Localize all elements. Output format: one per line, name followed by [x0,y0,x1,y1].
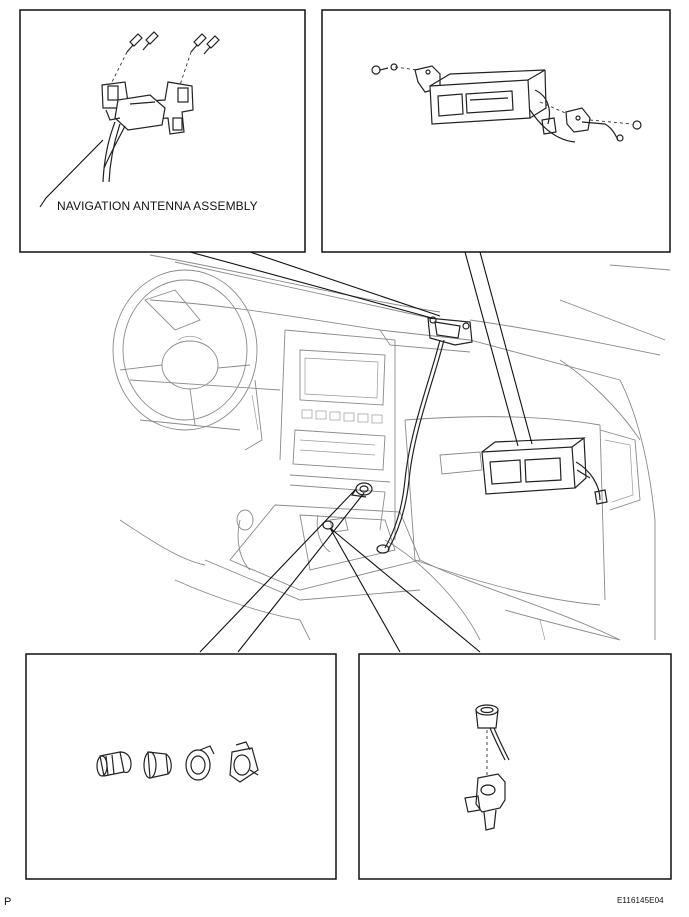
lighter-ring [185,745,215,781]
power-outlet-socket [464,773,506,831]
navigation-ecu-in-dash [481,437,608,505]
power-outlet-detail-box [358,653,672,880]
power-outlet-in-console [322,520,334,530]
power-outlet [475,704,510,761]
page-marker: P [4,896,12,908]
figure-code: E116145E04 [617,896,664,905]
antenna-detail-box [19,9,306,253]
screw-icon [126,31,220,55]
antenna-callout-label: NAVIGATION ANTENNA ASSEMBLY [57,199,258,213]
lighter-socket [229,741,259,783]
dashboard-illustration [112,249,671,641]
lighter-detail-box [25,653,337,880]
lighter-knob [143,751,172,779]
lighter-plug [96,751,132,777]
ecu-detail-box [321,9,671,253]
callout-leader-lines [189,251,533,653]
antenna-on-dash [376,316,473,554]
